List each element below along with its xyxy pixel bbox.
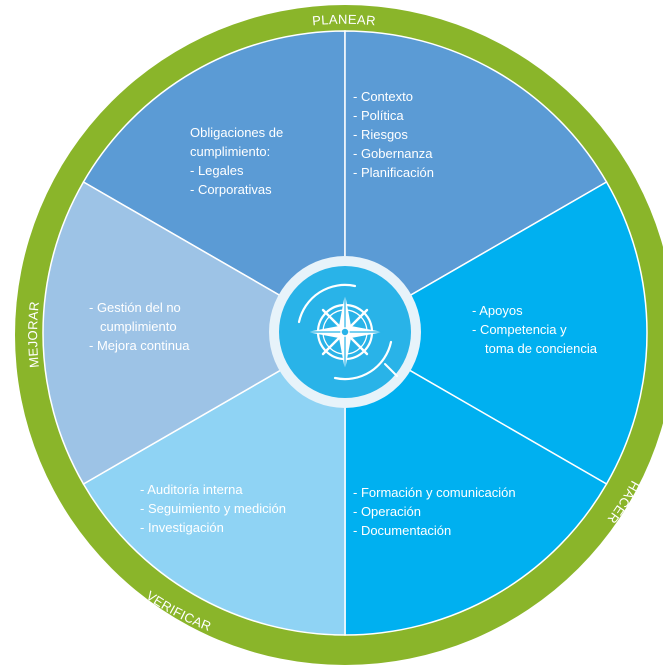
ring-label-mejorar: MEJORAR xyxy=(25,301,42,369)
segment-text-planear: - Contexto - Política - Riesgos - Gobern… xyxy=(353,89,436,180)
segment-text-hacer: - Formación y comunicación - Operación -… xyxy=(353,485,519,538)
ring-label-planear: PLANEAR xyxy=(312,12,377,29)
segment-obligaciones xyxy=(82,30,346,335)
segment-text-mejorar: - Gestión del no cumplimiento - Mejora c… xyxy=(89,300,190,353)
segments xyxy=(42,30,648,636)
segment-text-obligaciones: Obligaciones de cumplimiento: - Legales … xyxy=(190,125,287,197)
center-hub xyxy=(269,256,421,408)
segment-text-verificar: - Auditoría interna - Seguimiento y medi… xyxy=(140,482,290,535)
segment-hacer xyxy=(344,331,608,636)
segment-planear xyxy=(344,30,608,335)
segment-verificar xyxy=(82,331,346,636)
compass-rose-icon xyxy=(297,283,398,381)
segment-apoyos xyxy=(343,180,648,486)
segment-text-apoyos: - Apoyos - Competencia y toma de concien… xyxy=(472,303,598,356)
segment-mejorar xyxy=(42,180,347,486)
